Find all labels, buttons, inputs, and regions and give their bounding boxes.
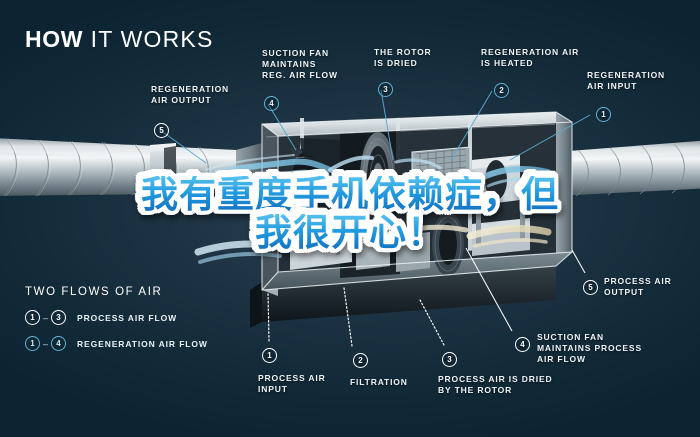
cabinet-shell [261, 111, 573, 296]
airflow-ribbons [193, 154, 552, 264]
legend-marker-3-process: 3 [51, 310, 66, 325]
callout-label-process-air-dried-by-rotor: PROCESS AIR IS DRIED BY THE ROTOR [438, 374, 553, 395]
callout-label-suction-fan-reg-air-flow: SUCTION FAN MAINTAINS REG. AIR FLOW [262, 48, 338, 80]
leader-lines-cyan [159, 89, 591, 164]
callout-label-filtration: FILTRATION [350, 377, 408, 387]
leader-lines-dotted [267, 287, 445, 347]
leader-lines-white [465, 247, 586, 332]
page-title: HOW IT WORKS [25, 26, 214, 53]
page-title-rest: IT WORKS [83, 26, 214, 52]
callout-label-rotor-is-dried: THE ROTOR IS DRIED [374, 47, 432, 68]
callout-marker-5-process-output[interactable]: 5 [583, 280, 598, 295]
callout-marker-2-regen-heated[interactable]: 2 [494, 83, 509, 98]
legend-marker-4-regeneration: 4 [51, 336, 66, 351]
legend-marker-1-process: 1 [25, 310, 40, 325]
callout-marker-5-regen-output[interactable]: 5 [154, 123, 169, 138]
legend-dash-regeneration: – [42, 338, 48, 349]
legend-marker-1-regeneration: 1 [25, 336, 40, 351]
callout-label-process-air-input: PROCESS AIR INPUT [258, 373, 326, 394]
callout-marker-3-rotor-dried[interactable]: 3 [378, 82, 393, 97]
callout-label-suction-fan-process-air-flow: SUCTION FAN MAINTAINS PROCESS AIR FLOW [537, 332, 642, 364]
callout-label-regeneration-air-output: REGENERATION AIR OUTPUT [151, 84, 230, 105]
legend-label-regeneration-air-flow: REGENERATION AIR FLOW [77, 338, 208, 349]
callout-marker-1-process-input[interactable]: 1 [262, 348, 277, 363]
callout-label-process-air-output: PROCESS AIR OUTPUT [604, 276, 672, 297]
callout-label-regeneration-air-input: REGENERATION AIR INPUT [587, 70, 666, 91]
legend: TWO FLOWS OF AIR 1 – 3 PROCESS AIR FLOW … [25, 286, 208, 362]
legend-label-process-air-flow: PROCESS AIR FLOW [77, 312, 178, 323]
callout-marker-4-suction-fan-reg[interactable]: 4 [264, 96, 279, 111]
callout-marker-2-filtration[interactable]: 2 [353, 353, 368, 368]
rotor-wheel [360, 132, 396, 224]
legend-title: TWO FLOWS OF AIR [25, 286, 163, 298]
left-spiral-duct [0, 138, 262, 200]
callout-marker-1-regen-input[interactable]: 1 [596, 107, 611, 122]
legend-row-process-air-flow: 1 – 3 PROCESS AIR FLOW [25, 310, 208, 325]
legend-row-regeneration-air-flow: 1 – 4 REGENERATION AIR FLOW [25, 336, 208, 351]
callout-marker-3-process-dried[interactable]: 3 [442, 352, 457, 367]
legend-dash-process: – [42, 312, 48, 323]
callout-label-regeneration-air-heated: REGENERATION AIR IS HEATED [481, 47, 580, 68]
page-title-bold: HOW [25, 26, 84, 52]
callout-marker-4-suction-fan-process[interactable]: 4 [515, 337, 530, 352]
lower-fan-wheel [432, 212, 464, 276]
